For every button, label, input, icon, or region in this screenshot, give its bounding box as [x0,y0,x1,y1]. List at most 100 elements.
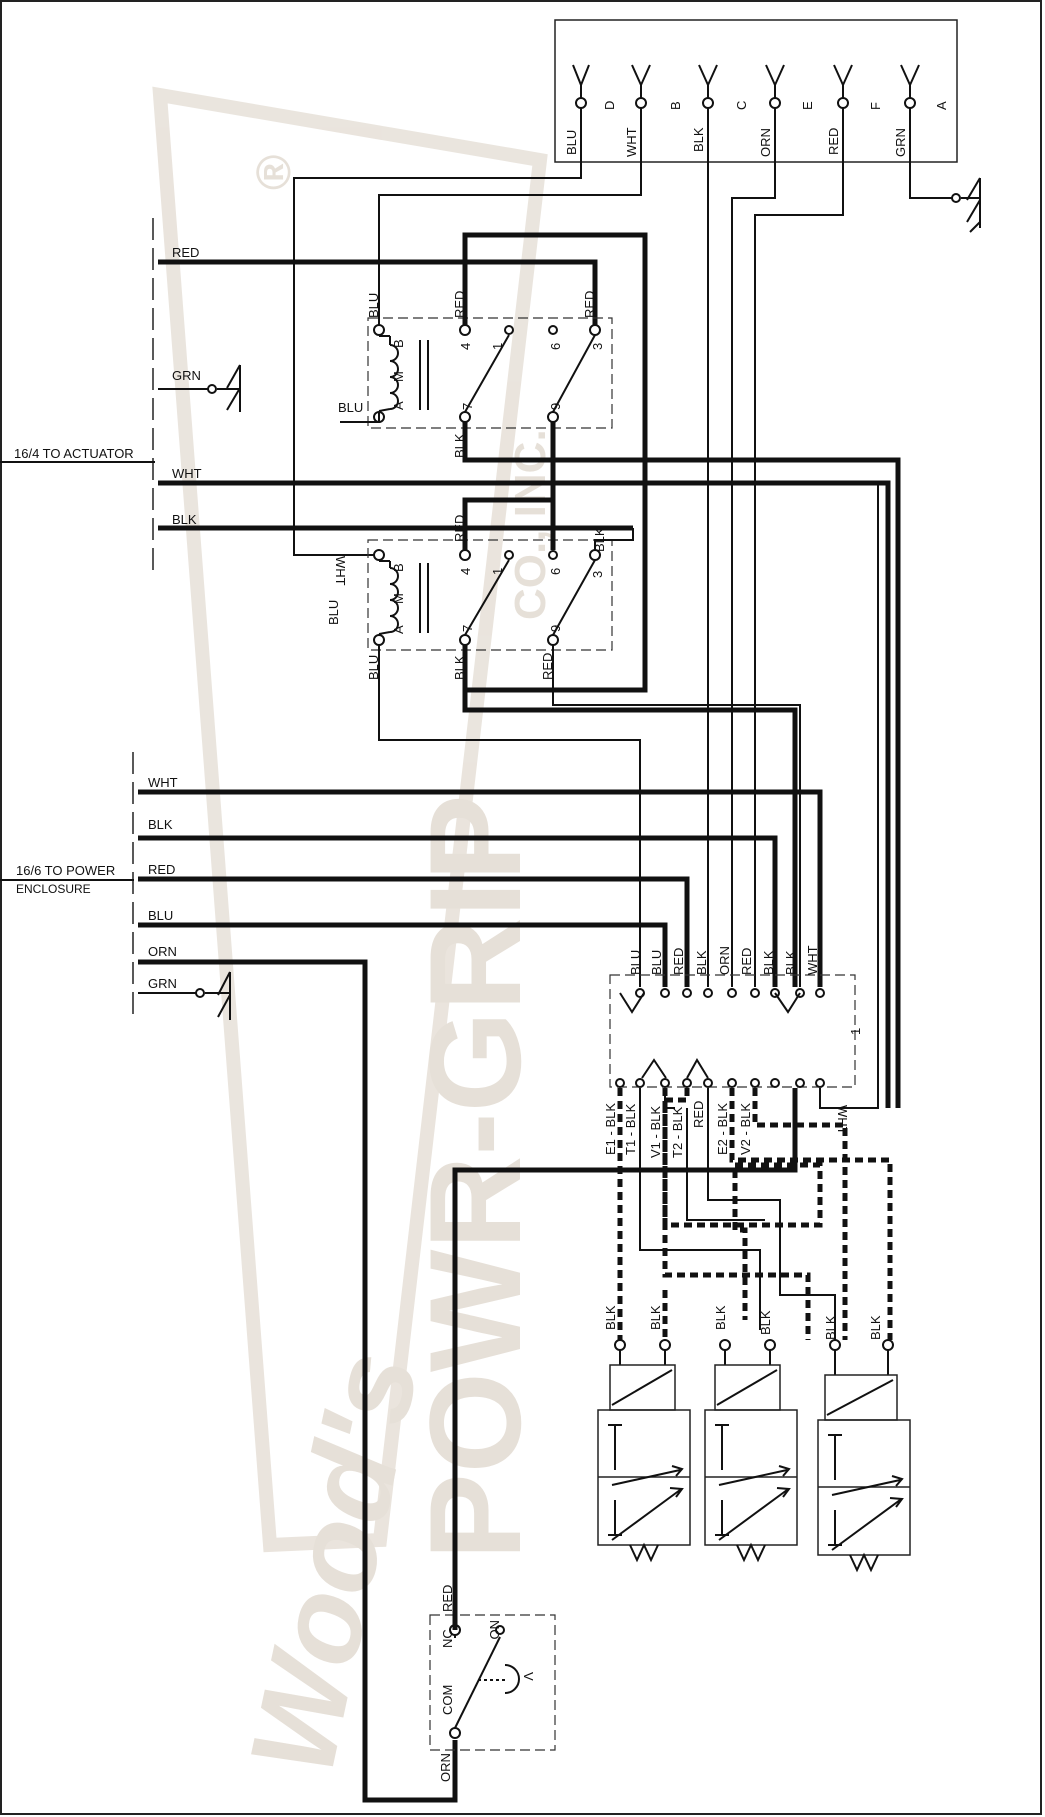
svg-text:BLK: BLK [783,950,798,975]
watermark-logo: POWR-GRIP Wood's CO., INC. ® [152,86,555,1785]
svg-text:BLK: BLK [172,512,197,527]
svg-text:BLK: BLK [148,817,173,832]
terminal-block-box [609,974,856,1088]
svg-text:ORN: ORN [148,944,177,959]
connector-pin-d: BLU D [564,64,617,155]
svg-text:BLU: BLU [564,130,579,155]
svg-text:RED: RED [172,245,199,260]
valve-lead-labels: BLK BLK BLK BLK BLK BLK [603,1305,883,1340]
svg-text:E: E [800,101,815,110]
svg-text:4: 4 [458,343,473,350]
actuator-cable-label: 16/4 TO ACTUATOR [14,446,134,461]
svg-text:B: B [391,339,406,348]
svg-text:7: 7 [460,625,475,632]
connector-pin-e: ORN E [758,64,815,157]
svg-text:A: A [391,401,406,410]
svg-text:WHT: WHT [333,556,348,586]
svg-text:BLK: BLK [758,1310,773,1335]
svg-text:M: M [391,371,406,382]
svg-text:F: F [868,102,883,110]
power-cable: 16/6 TO POWER ENCLOSURE WHT BLK RED BLU … [0,752,823,1803]
svg-text:ORN: ORN [438,1753,453,1782]
svg-text:M: M [391,593,406,604]
svg-text:3: 3 [590,571,605,578]
svg-text:B: B [668,101,683,110]
svg-text:GRN: GRN [172,368,201,383]
svg-text:3: 3 [590,343,605,350]
svg-text:B: B [391,563,406,572]
svg-text:ORN: ORN [717,946,732,975]
svg-text:RED: RED [671,948,686,975]
connector-pin-b: WHT B [624,64,683,157]
power-cable-label-line2: ENCLOSURE [16,882,91,896]
svg-text:1: 1 [490,568,505,575]
svg-text:BLU: BLU [366,655,381,680]
svg-text:A: A [934,101,949,110]
relay-upper: B M A 4 1 6 3 7 9 BLU RED RED BLU BLK [338,291,613,458]
svg-text:COM: COM [440,1685,455,1715]
solenoid-valve-2 [704,1339,798,1563]
vacuum-switch: RED NC NO COM ORN V [429,1088,798,1782]
svg-text:1: 1 [490,343,505,350]
svg-text:RED: RED [148,862,175,877]
connector-pin-c: BLK C [691,64,749,152]
svg-text:WHT: WHT [172,466,202,481]
relay-lower: B M A 4 1 6 3 7 9 WHT RED BLK BLU BLU BL… [326,515,613,680]
terminal-block: 1 BLU BLU RED BLK ORN RED BLK BLK WHT E1… [603,483,879,1158]
connector-box [554,19,958,163]
terminal-block-number: 1 [848,1028,863,1035]
svg-text:WHT: WHT [148,775,178,790]
connector-wires [293,108,844,987]
svg-text:T1 - BLK: T1 - BLK [623,1103,638,1155]
svg-text:BLU: BLU [366,293,381,318]
svg-text:D: D [602,101,617,110]
svg-text:E1 - BLK: E1 - BLK [603,1103,618,1155]
svg-text:A: A [391,625,406,634]
valve-wiring [617,1088,893,1340]
svg-text:V1 - BLK: V1 - BLK [648,1106,663,1158]
svg-text:RED: RED [440,1585,455,1612]
solenoid-valve-1 [597,1339,691,1563]
svg-text:NO: NO [487,1620,502,1640]
watermark-brand: POWR-GRIP [402,794,548,1560]
svg-text:RED: RED [739,948,754,975]
svg-text:BLK: BLK [761,950,776,975]
ground-symbol-connector [909,108,981,233]
connector-pin-a: GRN A [893,64,949,157]
svg-text:RED: RED [826,128,841,155]
svg-text:WHT: WHT [805,945,820,975]
svg-text:RED: RED [691,1101,706,1128]
svg-text:6: 6 [548,343,563,350]
svg-text:BLK: BLK [603,1305,618,1330]
svg-text:E2 - BLK: E2 - BLK [715,1103,730,1155]
connector-pin-f: RED F [826,64,883,155]
svg-text:ORN: ORN [758,128,773,157]
svg-text:WHT: WHT [624,127,639,157]
svg-text:GRN: GRN [893,128,908,157]
watermark-registered: ® [248,155,301,190]
svg-text:6: 6 [548,568,563,575]
svg-text:BLK: BLK [823,1315,838,1340]
svg-text:NC: NC [440,1629,455,1648]
actuator-cable: 16/4 TO ACTUATOR RED GRN WHT BLK [0,218,891,1108]
svg-text:BLK: BLK [694,950,709,975]
svg-text:BLU: BLU [148,908,173,923]
svg-text:BLU: BLU [628,950,643,975]
svg-text:C: C [734,101,749,110]
connector: BLU D WHT B BLK C ORN E RED F [554,19,958,163]
relay-wiring [340,232,901,1108]
svg-text:V2 - BLK: V2 - BLK [738,1103,753,1155]
svg-text:RED: RED [582,291,597,318]
svg-text:BLK: BLK [713,1305,728,1330]
svg-text:BLK: BLK [691,127,706,152]
solenoid-valve-3 [817,1339,911,1573]
svg-text:BLK: BLK [648,1305,663,1330]
svg-text:BLU: BLU [338,400,363,415]
svg-text:BLU: BLU [326,600,341,625]
svg-text:9: 9 [548,625,563,632]
svg-text:BLK: BLK [868,1315,883,1340]
svg-text:GRN: GRN [148,976,177,991]
power-cable-label-line1: 16/6 TO POWER [16,863,115,878]
